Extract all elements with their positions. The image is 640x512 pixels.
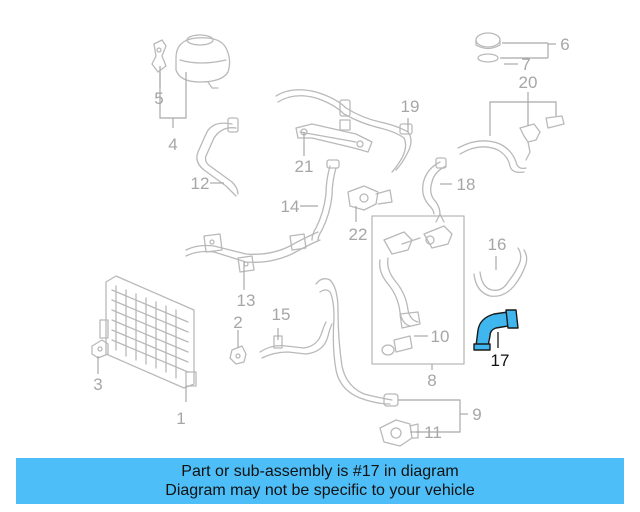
info-banner: Part or sub-assembly is #17 in diagram D…: [16, 458, 624, 504]
part-21: [295, 119, 373, 153]
callout-15: 15: [272, 305, 291, 324]
pipe-20: [457, 115, 565, 174]
callout-17: 17: [491, 351, 510, 370]
pipe-15: [259, 321, 333, 359]
hose-18: [422, 157, 447, 215]
callout-20: 20: [519, 73, 538, 92]
callout-1: 1: [176, 409, 185, 428]
callout-4-leader: [159, 72, 187, 128]
pipe-13: [185, 231, 321, 273]
callout-21: 21: [295, 157, 314, 176]
callout-12: 12: [191, 174, 210, 193]
callout-19: 19: [401, 97, 420, 116]
callout-4: 4: [168, 135, 177, 154]
callout-2: 2: [233, 313, 242, 332]
callout-6-leader: [500, 42, 556, 59]
hose-14: [311, 159, 340, 241]
radiator: [99, 275, 197, 389]
pipe-19: [275, 89, 413, 173]
callout-3: 3: [93, 375, 102, 394]
callout-13: 13: [237, 291, 256, 310]
callout-8: 8: [427, 371, 436, 390]
banner-line-part: Part or sub-assembly is #17 in diagram: [181, 463, 459, 480]
callout-9-leader: [398, 399, 468, 433]
callout-7: 7: [521, 55, 530, 74]
callout-labels: 1 2 3 4 5 6 7 8 9 10 11 12 13 14 15 16 1…: [93, 35, 569, 442]
callout-10: 10: [431, 327, 450, 346]
reservoir-bracket: [151, 39, 167, 73]
callout-14: 14: [281, 197, 300, 216]
callout-11: 11: [424, 423, 442, 442]
callout-22: 22: [349, 225, 368, 244]
assembly-8-box: [371, 213, 465, 365]
callout-16: 16: [488, 235, 507, 254]
callout-5: 5: [154, 89, 163, 108]
expansion-cap: [475, 32, 501, 63]
arrow-leaders: [97, 63, 518, 433]
flange-22: [347, 185, 393, 211]
banner-line-disclaimer: Diagram may not be specific to your vehi…: [165, 482, 475, 499]
callout-18: 18: [457, 175, 476, 194]
fitting-11: [379, 419, 419, 447]
callout-9: 9: [472, 405, 481, 424]
callout-6: 6: [560, 35, 569, 54]
hose-16: [473, 247, 528, 297]
callout-20-leader: [489, 92, 557, 136]
bracket-3: [91, 339, 109, 359]
hose-17-highlighted: [473, 309, 519, 351]
clip-2: [229, 345, 247, 365]
hose-12: [196, 117, 239, 197]
coolant-reservoir: [175, 34, 231, 89]
